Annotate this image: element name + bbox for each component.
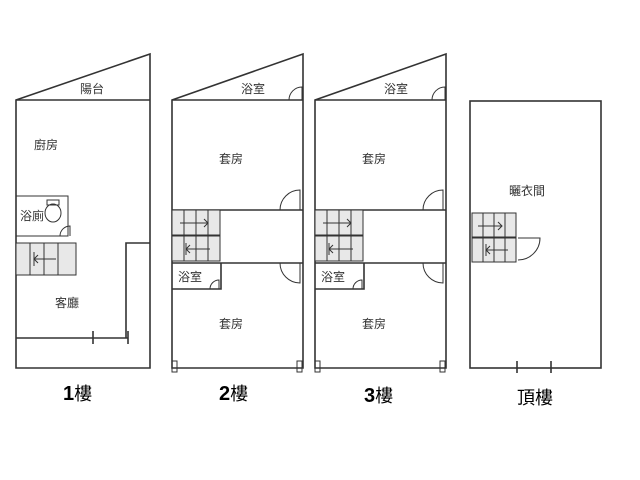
- door-jamb: [439, 360, 446, 373]
- door-swing-icon: [352, 279, 363, 290]
- floor-suffix: 樓: [230, 384, 248, 405]
- door-jamb: [314, 360, 321, 373]
- room-label-bath-top: 浴室: [241, 81, 265, 96]
- floor-number: 2: [219, 383, 230, 405]
- roof-outline: [469, 100, 602, 369]
- room-label-bath-mid: 浴室: [321, 269, 345, 284]
- room-label-kitchen: 廚房: [34, 137, 58, 152]
- door-jamb: [171, 360, 178, 373]
- roof-plan: 曬衣間: [469, 100, 602, 373]
- door-swing-icon: [422, 189, 444, 211]
- door-swing-icon: [288, 86, 303, 101]
- floor-2-outline: [171, 52, 304, 369]
- living-inner-wall: [125, 242, 150, 338]
- room-label-laundry: 曬衣間: [509, 183, 545, 198]
- floor-number: 3: [364, 385, 375, 407]
- floor-suffix: 樓: [375, 386, 393, 407]
- door-swing-icon: [279, 189, 301, 211]
- stair-arrow-icon: [328, 243, 353, 255]
- door-swing-icon: [279, 262, 301, 284]
- stair-treads: [326, 210, 352, 261]
- door-swing-icon: [431, 86, 446, 101]
- room-label-suite-bottom: 套房: [219, 316, 243, 331]
- bath-2-walls: [172, 263, 222, 290]
- door-swing-icon: [517, 237, 541, 261]
- room-label-balcony: 陽台: [80, 81, 104, 96]
- floor-3-plan: 浴室 套房 浴室 套房: [314, 52, 447, 373]
- floor-label-roof: 頂樓: [517, 388, 553, 409]
- stair-arrow-icon: [180, 218, 209, 228]
- stair-arrow-icon: [33, 252, 56, 266]
- stair-treads: [183, 210, 209, 261]
- room-label-bath: 浴廁: [20, 208, 44, 223]
- floor-suffix: 樓: [74, 384, 92, 405]
- room-label-suite-bottom: 套房: [362, 316, 386, 331]
- floor-3-outline: [314, 52, 447, 369]
- bath-1-walls: [15, 195, 69, 237]
- stair-arrow-icon: [478, 221, 503, 231]
- door-swing-icon: [59, 225, 71, 237]
- stair-arrow-icon: [323, 218, 352, 228]
- floor-label-3: 3樓: [364, 385, 393, 407]
- room-label-bath-top: 浴室: [384, 81, 408, 96]
- stair-arrow-icon: [185, 243, 210, 255]
- stair-treads: [482, 213, 506, 262]
- floor-1-plan: 陽台 廚房 浴廁 客廳: [15, 52, 151, 369]
- toilet-tank-icon: [46, 199, 60, 206]
- floor-2-plan: 浴室 套房 浴室 套房: [171, 52, 304, 373]
- room-label-bath-mid: 浴室: [178, 269, 202, 284]
- room-label-living: 客廳: [55, 295, 79, 310]
- room-label-suite-top: 套房: [362, 151, 386, 166]
- floor-number: 1: [63, 383, 74, 405]
- floor-suffix: 頂樓: [517, 388, 553, 409]
- bath-3-walls: [315, 263, 365, 290]
- room-label-suite-top: 套房: [219, 151, 243, 166]
- door-swing-icon: [422, 262, 444, 284]
- floor-label-1: 1樓: [63, 383, 92, 405]
- floor-1-outline: [15, 52, 151, 369]
- floor-label-2: 2樓: [219, 383, 248, 405]
- door-swing-icon: [209, 279, 220, 290]
- stair-arrow-icon: [485, 244, 508, 256]
- toilet-icon: [44, 203, 62, 223]
- door-jamb: [296, 360, 303, 373]
